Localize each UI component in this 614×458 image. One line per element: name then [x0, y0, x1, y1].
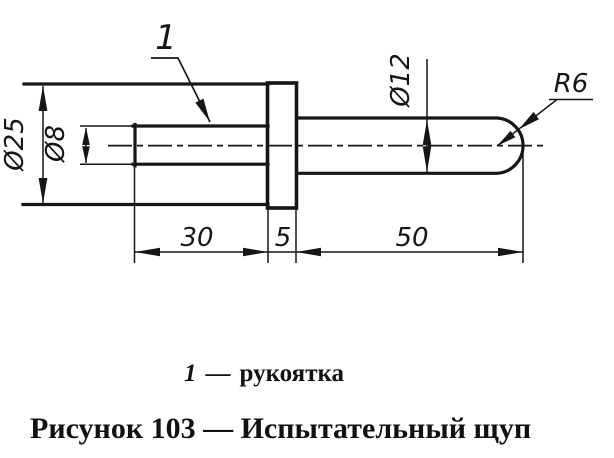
dim-arrow-up	[422, 119, 432, 146]
dim-arrow-down	[38, 178, 48, 204]
dimension-inner-rod-diameter: Ø8	[41, 125, 90, 164]
dim-arrow-up	[82, 127, 90, 145]
legend-line: 1 — рукоятка	[184, 360, 345, 387]
callout-handle: 1	[151, 18, 211, 123]
radius-arrow-on-arc	[519, 111, 539, 130]
legend-item-number: 1	[184, 360, 197, 387]
dim-arrow-down	[82, 146, 90, 164]
dimension-tip-radius: R6	[496, 69, 593, 147]
dim-label-tip-radius: R6	[554, 69, 589, 99]
dim-arrow-left-30	[134, 247, 160, 257]
figure-caption: Рисунок 103 — Испытательный щуп	[30, 412, 531, 445]
dimension-probe-diameter: Ø12	[386, 53, 432, 172]
flange-outline	[265, 81, 299, 210]
dimension-handle-diameter: Ø25	[0, 85, 48, 204]
legend-separator: —	[205, 360, 232, 387]
dim-arrow-left-50	[296, 247, 321, 257]
dim-label-handle-diameter: Ø25	[0, 117, 30, 172]
probe-rod-outline	[295, 116, 525, 175]
radius-arrow-at-center	[497, 130, 516, 146]
dimension-lengths: 30 5 50	[133, 146, 524, 263]
dim-label-probe-length: 50	[395, 223, 428, 253]
dim-arrow-down	[422, 146, 432, 172]
dim-label-handle-length: 30	[180, 223, 213, 253]
dim-arrow-up	[38, 85, 48, 111]
legend-item-name: рукоятка	[240, 360, 345, 387]
dim-label-inner-rod-diameter: Ø8	[41, 125, 71, 163]
callout-leader-line	[151, 57, 211, 123]
dim-label-probe-diameter: Ø12	[386, 53, 416, 108]
part-geometry	[21, 81, 525, 210]
callout-number: 1	[155, 18, 177, 58]
dim-arrow-right-50	[498, 247, 523, 257]
callout-arrow	[195, 98, 210, 122]
dim-label-flange-length: 5	[275, 223, 292, 253]
dim-arrow-right-30	[243, 247, 268, 257]
